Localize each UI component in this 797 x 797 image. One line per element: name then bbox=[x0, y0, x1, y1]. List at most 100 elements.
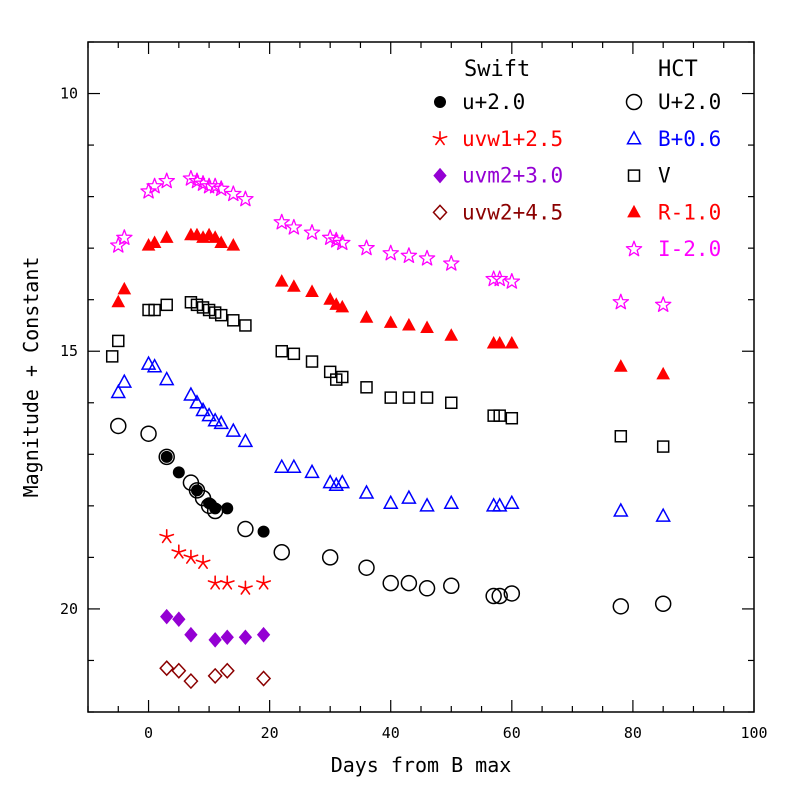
data-point bbox=[334, 474, 351, 489]
data-point bbox=[146, 358, 163, 373]
legend-marker bbox=[625, 240, 643, 257]
data-point bbox=[227, 314, 240, 327]
data-point bbox=[105, 350, 119, 363]
data-point bbox=[612, 598, 630, 615]
data-point bbox=[148, 303, 161, 317]
data-point bbox=[287, 279, 301, 292]
data-point bbox=[286, 458, 302, 473]
data-point bbox=[418, 580, 436, 597]
data-point bbox=[503, 585, 521, 602]
data-point bbox=[112, 334, 125, 348]
data-point bbox=[273, 543, 290, 561]
data-point bbox=[493, 409, 506, 422]
data-point bbox=[158, 172, 175, 189]
data-point bbox=[360, 381, 373, 394]
data-point bbox=[188, 172, 206, 189]
legend-label: u+2.0 bbox=[462, 90, 525, 114]
x-tick-label: 0 bbox=[144, 724, 153, 742]
legend-label: I-2.0 bbox=[658, 237, 721, 261]
data-point bbox=[443, 577, 460, 594]
data-point bbox=[212, 180, 230, 197]
data-point bbox=[287, 347, 301, 361]
y-tick-label: 10 bbox=[60, 85, 78, 103]
data-point bbox=[382, 574, 399, 592]
data-point bbox=[110, 383, 127, 399]
data-points bbox=[105, 169, 672, 690]
data-point bbox=[140, 182, 157, 199]
legend-label: uvw2+4.5 bbox=[462, 200, 563, 224]
data-point bbox=[273, 213, 290, 230]
data-point bbox=[383, 315, 398, 328]
data-point bbox=[418, 249, 436, 266]
plot-frame bbox=[87, 41, 755, 713]
data-point bbox=[171, 544, 187, 559]
data-point bbox=[208, 632, 222, 648]
data-point bbox=[225, 422, 242, 437]
data-point bbox=[420, 320, 434, 334]
y-axis-title: Magnitude + Constant bbox=[19, 257, 43, 498]
data-point bbox=[159, 230, 174, 243]
data-point bbox=[158, 448, 175, 466]
data-point bbox=[275, 344, 288, 358]
data-point bbox=[194, 175, 212, 191]
data-point bbox=[400, 574, 418, 592]
data-point bbox=[504, 494, 520, 510]
data-point bbox=[219, 575, 235, 590]
legend-marker bbox=[434, 96, 446, 108]
data-point bbox=[358, 559, 375, 576]
data-point bbox=[305, 355, 319, 368]
data-point bbox=[160, 450, 173, 463]
legend-label: R-1.0 bbox=[658, 200, 721, 224]
series-u-2-0 bbox=[160, 450, 270, 538]
data-point bbox=[220, 629, 234, 646]
data-point bbox=[208, 230, 222, 243]
data-point bbox=[384, 391, 397, 404]
series-b-0-6 bbox=[110, 355, 671, 522]
x-tick-label: 80 bbox=[624, 724, 642, 742]
data-point bbox=[214, 235, 229, 248]
legend-label: B+0.6 bbox=[658, 127, 721, 151]
data-point bbox=[110, 417, 127, 435]
legend-marker bbox=[626, 130, 642, 145]
data-point bbox=[654, 595, 672, 613]
data-point bbox=[305, 284, 319, 297]
data-point bbox=[200, 497, 218, 515]
data-point bbox=[110, 236, 127, 253]
data-point bbox=[160, 298, 173, 312]
data-point bbox=[382, 244, 399, 261]
data-point bbox=[183, 549, 199, 564]
series-i-2-0 bbox=[110, 169, 672, 312]
data-point bbox=[402, 391, 416, 404]
data-point bbox=[323, 292, 338, 305]
x-tick-label: 60 bbox=[503, 724, 521, 742]
data-point bbox=[321, 229, 339, 245]
data-point bbox=[274, 274, 289, 287]
data-point bbox=[195, 554, 211, 569]
data-point bbox=[491, 587, 508, 605]
legend-marker bbox=[627, 204, 641, 218]
y-tick-label: 15 bbox=[60, 342, 78, 360]
data-point bbox=[336, 370, 349, 384]
data-point bbox=[491, 497, 508, 512]
data-point bbox=[485, 270, 502, 287]
data-point bbox=[183, 386, 199, 401]
data-point bbox=[207, 667, 223, 685]
legend-marker bbox=[432, 131, 448, 146]
data-point bbox=[327, 231, 345, 248]
data-point bbox=[400, 247, 418, 264]
axis-ticks bbox=[87, 41, 755, 713]
data-point bbox=[485, 587, 502, 605]
legend-label: uvm2+3.0 bbox=[462, 164, 563, 188]
data-point bbox=[382, 494, 399, 510]
data-point bbox=[505, 411, 519, 425]
data-point bbox=[171, 662, 187, 679]
data-point bbox=[201, 407, 217, 422]
data-point bbox=[613, 359, 628, 372]
data-point bbox=[656, 366, 671, 380]
data-point bbox=[612, 293, 630, 310]
data-point bbox=[420, 391, 434, 404]
data-point bbox=[256, 626, 271, 643]
legend-label: V bbox=[658, 164, 671, 188]
